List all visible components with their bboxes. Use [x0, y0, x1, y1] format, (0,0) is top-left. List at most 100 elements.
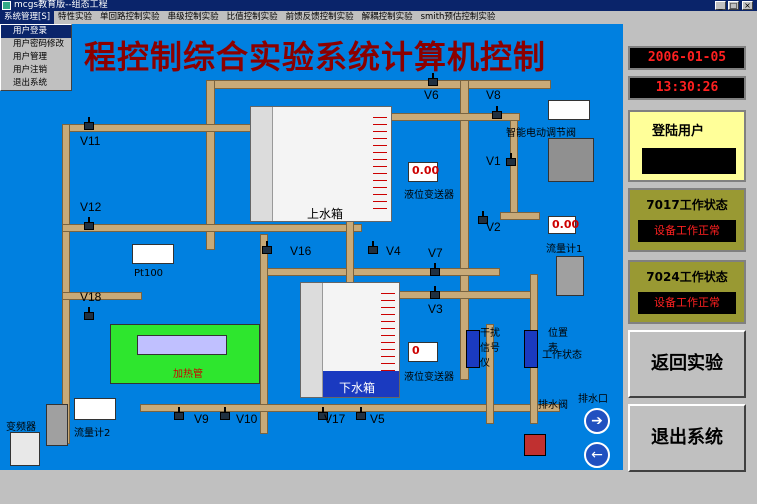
- dropdown-exit-system[interactable]: 退出系统: [13, 78, 48, 88]
- valve-v18[interactable]: [84, 307, 94, 320]
- system-dropdown: 用户登录 用户密码修改 用户管理 用户注销 退出系统: [0, 24, 72, 91]
- status-7024-value: 设备工作正常: [638, 292, 736, 314]
- lower-tank-side: [301, 283, 323, 397]
- valve-label-v5: V5: [370, 412, 385, 426]
- pipe-v2-horiz: [500, 212, 540, 220]
- pump-icon: [524, 434, 546, 456]
- pipe-far-left: [62, 124, 70, 444]
- menu-bar: 系统管理[S] 特性实验 单回路控制实验 串级控制实验 比值控制实验 前馈反馈控…: [0, 11, 757, 24]
- drain-valve-label: 排水阀: [538, 400, 568, 411]
- menu-decoupling[interactable]: 解耦控制实验: [361, 12, 413, 22]
- valve-label-v10: V10: [236, 412, 258, 426]
- heater-label: 加热管: [173, 369, 203, 380]
- drain-arrow-left-icon[interactable]: ←: [584, 442, 610, 468]
- smart-valve-readout: [548, 100, 590, 120]
- valve-v3[interactable]: [430, 286, 440, 299]
- valve-label-v12: V12: [80, 200, 102, 214]
- pipe-interference: [486, 324, 494, 424]
- valve-label-v11: V11: [80, 134, 101, 148]
- menu-smith[interactable]: smith预估控制实验: [420, 12, 496, 22]
- working-state-label: 工作状态: [542, 350, 582, 361]
- dropdown-change-password[interactable]: 用户密码修改: [13, 39, 65, 49]
- level1-readout: 0.00: [408, 162, 439, 182]
- lower-tank-label: 下水箱: [339, 381, 376, 395]
- status-7024-title: 7024工作状态: [646, 270, 728, 284]
- date-display: 2006-01-05: [628, 46, 746, 70]
- level1-label: 液位变送器: [404, 190, 454, 201]
- lower-tank-water: [323, 371, 399, 397]
- valve-v2[interactable]: [478, 211, 488, 224]
- login-user-display: [642, 148, 736, 174]
- dropdown-user-login[interactable]: 用户登录: [1, 25, 71, 38]
- exit-system-button[interactable]: 退出系统: [628, 404, 746, 472]
- lower-tank: 下水箱: [300, 282, 400, 398]
- valve-v8[interactable]: [492, 106, 502, 119]
- valve-v16[interactable]: [262, 241, 272, 254]
- valve-v7[interactable]: [430, 263, 440, 276]
- login-user-title: 登陆用户: [652, 124, 705, 139]
- pipe-left-vertical: [206, 80, 215, 250]
- status-7017-title: 7017工作状态: [646, 198, 728, 212]
- drain-arrow-right-icon[interactable]: ➔: [584, 408, 610, 434]
- back-to-experiment-button[interactable]: 返回实验: [628, 330, 746, 398]
- valve-label-v16: V16: [290, 244, 312, 258]
- valve-label-v8: V8: [486, 88, 501, 102]
- dropdown-user-management[interactable]: 用户管理: [13, 52, 48, 62]
- positional-valve: [524, 330, 538, 368]
- upper-tank-scale: [373, 117, 387, 211]
- maximize-button[interactable]: □: [728, 1, 739, 10]
- exchanger-label: 变频器: [6, 422, 36, 433]
- valve-v10[interactable]: [220, 407, 230, 420]
- valve-label-v4: V4: [386, 244, 401, 258]
- close-button[interactable]: ×: [742, 1, 753, 10]
- flow2-label: 流量计2: [74, 428, 111, 439]
- menu-system-management[interactable]: 系统管理[S]: [0, 11, 55, 24]
- valve-label-v18: V18: [80, 290, 102, 304]
- time-display: 13:30:26: [628, 76, 746, 100]
- pipe-v12: [62, 224, 362, 232]
- bottom-bar: [0, 470, 623, 504]
- dropdown-user-logout[interactable]: 用户注销: [13, 65, 48, 75]
- heater-tank: 加热管: [110, 324, 260, 384]
- menu-cascade[interactable]: 串级控制实验: [167, 12, 219, 22]
- upper-tank-side: [251, 107, 273, 221]
- flow2-readout: [74, 398, 116, 420]
- pipe-bottom: [140, 404, 560, 412]
- level2-readout: 0: [408, 342, 438, 362]
- valve-v11[interactable]: [84, 117, 94, 130]
- positional-label: 位置表: [548, 328, 568, 354]
- flow1-meter: [556, 256, 584, 296]
- valve-v9[interactable]: [174, 407, 184, 420]
- valve-v6[interactable]: [428, 73, 438, 86]
- flow1-label: 流量计1: [546, 244, 583, 255]
- menu-single-loop[interactable]: 单回路控制实验: [100, 12, 160, 22]
- status-7024-box: 7024工作状态 设备工作正常: [628, 260, 746, 324]
- valve-v17[interactable]: [318, 407, 328, 420]
- valve-label-v3: V3: [428, 302, 443, 316]
- valve-label-v7: V7: [428, 246, 443, 260]
- status-7017-value: 设备工作正常: [638, 220, 736, 242]
- pipe-v3: [395, 291, 535, 299]
- valve-v5[interactable]: [356, 407, 366, 420]
- window-title-bar: mcgs教育版--组态工程 _ □ ×: [0, 0, 757, 11]
- pt100-label: Pt100: [134, 268, 164, 279]
- level2-label: 液位变送器: [404, 372, 454, 383]
- lower-tank-scale: [381, 293, 395, 387]
- menu-ratio[interactable]: 比值控制实验: [226, 12, 278, 22]
- valve-v12[interactable]: [84, 217, 94, 230]
- pipe-v16: [260, 234, 268, 434]
- right-panel: 2006-01-05 13:30:26 登陆用户 7017工作状态 设备工作正常…: [623, 24, 757, 504]
- smart-valve: [548, 138, 594, 182]
- valve-label-v1: V1: [486, 154, 501, 168]
- flow2-meter: [46, 404, 68, 446]
- page-title: 程控制综合实验系统计算机控制: [84, 38, 547, 76]
- minimize-button[interactable]: _: [715, 1, 726, 10]
- menu-feedforward[interactable]: 前馈反馈控制实验: [285, 12, 354, 22]
- valve-v4[interactable]: [368, 241, 378, 254]
- menu-characteristic-exp[interactable]: 特性实验: [58, 12, 93, 22]
- interference-label: 干扰信号仪: [480, 328, 500, 369]
- valve-v1[interactable]: [506, 153, 516, 166]
- login-user-box: 登陆用户: [628, 110, 746, 182]
- upper-tank: 上水箱: [250, 106, 392, 222]
- pipe-v18: [62, 292, 142, 300]
